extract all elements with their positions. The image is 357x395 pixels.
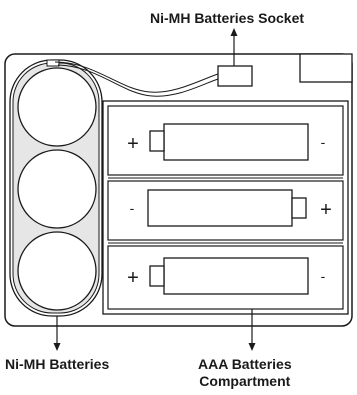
aaa-compartment-label: AAA Batteries Compartment <box>198 356 292 390</box>
aaa-arrow-head <box>248 343 256 351</box>
socket-label: Ni-MH Batteries Socket <box>150 10 305 26</box>
aaa-label-line-1: AAA Batteries <box>198 356 292 372</box>
aaa-battery-2-body <box>147 189 293 227</box>
nimh-arrow-head <box>53 343 61 351</box>
polarity-plus-3: + <box>127 267 139 289</box>
polarity-minus-3: - <box>321 268 326 284</box>
corner-notch <box>299 53 353 83</box>
aaa-battery-1-tip <box>149 130 165 152</box>
aaa-battery-2-tip <box>291 197 307 219</box>
polarity-minus-2: - <box>130 200 135 216</box>
aaa-battery-3-tip <box>149 265 165 287</box>
nimh-batteries-label: Ni-MH Batteries <box>5 356 110 372</box>
aaa-battery-1-body <box>163 123 309 161</box>
nimh-cell-3 <box>17 231 97 311</box>
socket-wire-2 <box>57 64 219 97</box>
aaa-label-line-2: Compartment <box>199 373 291 389</box>
nimh-pack-tab <box>46 59 60 67</box>
polarity-plus-1: + <box>127 133 139 155</box>
socket-arrow-head <box>230 28 238 36</box>
nimh-socket <box>217 65 253 87</box>
nimh-cell-2 <box>17 149 97 229</box>
socket-wire-1 <box>54 61 219 93</box>
aaa-battery-3-body <box>163 257 309 295</box>
nimh-cell-1 <box>17 67 97 147</box>
polarity-plus-2: + <box>320 199 332 221</box>
polarity-minus-1: - <box>321 134 326 150</box>
